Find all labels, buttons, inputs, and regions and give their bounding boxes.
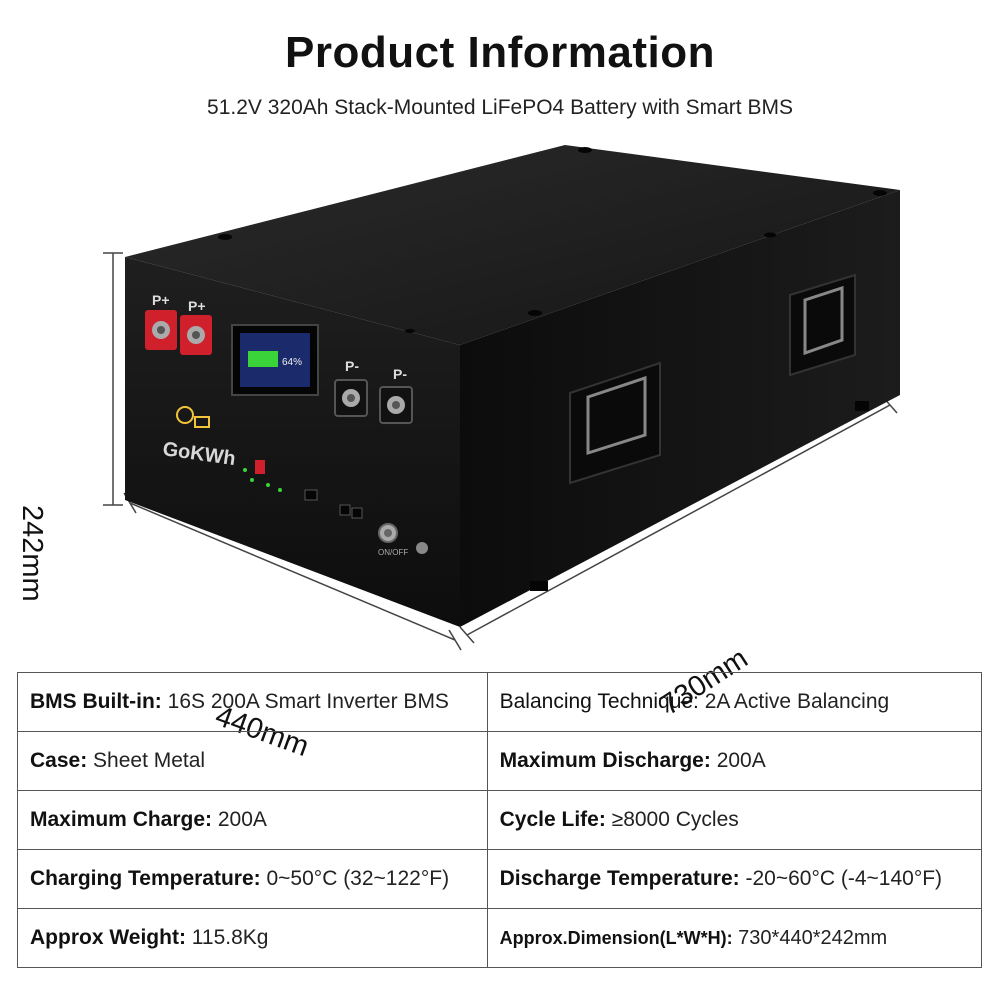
product-figure: P+ P+ 64% P- P- GoKWh (0, 135, 1000, 763)
spec-key: Charging Temperature: (30, 867, 261, 890)
spec-value: 0~50°C (32~122°F) (260, 867, 450, 890)
table-row: BMS Built-in: 16S 200A Smart Inverter BM… (17, 672, 983, 732)
spec-value: 2A Active Balancing (698, 690, 890, 713)
spec-value: 16S 200A Smart Inverter BMS (161, 690, 449, 713)
spec-key: Cycle Life: (499, 808, 606, 831)
spec-cell: Approx.Dimension(L*W*H): 730*440*242mm (486, 908, 983, 968)
power-switch-icon (378, 523, 428, 554)
dimension-height: 242mm (16, 505, 48, 602)
spec-table: BMS Built-in: 16S 200A Smart Inverter BM… (17, 672, 983, 968)
lcd-screen: 64% (231, 324, 319, 396)
spec-cell: Maximum Discharge: 200A (486, 731, 983, 791)
spec-key: Case: (30, 749, 88, 772)
battery-feet (530, 401, 869, 591)
negative-terminal-icon (334, 379, 413, 424)
table-row: Approx Weight: 115.8Kg Approx.Dimension(… (17, 908, 983, 968)
status-leds (243, 460, 282, 492)
battery-illustration: P+ P+ 64% P- P- GoKWh (103, 145, 900, 651)
positive-terminal-icon (145, 310, 212, 355)
spec-key: Maximum Charge: (30, 808, 213, 831)
spec-key: Approx Weight: (30, 926, 186, 949)
spec-cell: Discharge Temperature: -20~60°C (-4~140°… (486, 849, 983, 909)
negative-label-2: P- (393, 366, 407, 382)
sun-logo-icon (176, 406, 210, 428)
table-row: Maximum Charge: 200A Cycle Life: ≥8000 C… (17, 790, 983, 850)
spec-value: 200A (212, 808, 267, 831)
spec-cell: Maximum Charge: 200A (17, 790, 488, 850)
spec-value: -20~60°C (-4~140°F) (739, 867, 943, 890)
communication-ports (304, 489, 363, 519)
spec-key: Maximum Discharge: (499, 749, 711, 772)
spec-key: Approx.Dimension(L*W*H): (499, 927, 733, 948)
page-title: Product Information (285, 28, 715, 77)
spec-key: BMS Built-in: (30, 690, 162, 713)
positive-label-2: P+ (188, 298, 206, 314)
spec-cell: Balancing Technique: 2A Active Balancing (486, 672, 983, 732)
table-row: Charging Temperature: 0~50°C (32~122°F) … (17, 849, 983, 909)
spec-key: Balancing Technique: (499, 690, 699, 713)
switch-label: ON/OFF (378, 548, 408, 557)
spec-value: 200A (710, 749, 766, 772)
spec-cell: Approx Weight: 115.8Kg (17, 908, 488, 968)
positive-label-1: P+ (152, 292, 170, 308)
negative-label-1: P- (345, 358, 359, 374)
battery-top-face (125, 145, 900, 345)
dimension-lines (103, 252, 898, 651)
spec-value: 115.8Kg (185, 926, 269, 949)
page-subtitle: 51.2V 320Ah Stack-Mounted LiFePO4 Batter… (207, 96, 793, 119)
handle-icon (569, 273, 856, 485)
spec-value: Sheet Metal (87, 749, 206, 772)
mounting-holes (218, 147, 887, 333)
spec-value: ≥8000 Cycles (605, 808, 739, 831)
spec-key: Discharge Temperature: (499, 867, 740, 890)
spec-value: 730*440*242mm (732, 926, 888, 949)
spec-cell: Cycle Life: ≥8000 Cycles (486, 790, 983, 850)
spec-cell: Case: Sheet Metal (17, 731, 488, 791)
screen-percent: 64% (282, 357, 302, 368)
table-row: Case: Sheet Metal Maximum Discharge: 200… (17, 731, 983, 791)
spec-cell: BMS Built-in: 16S 200A Smart Inverter BM… (17, 672, 488, 732)
spec-cell: Charging Temperature: 0~50°C (32~122°F) (17, 849, 488, 909)
